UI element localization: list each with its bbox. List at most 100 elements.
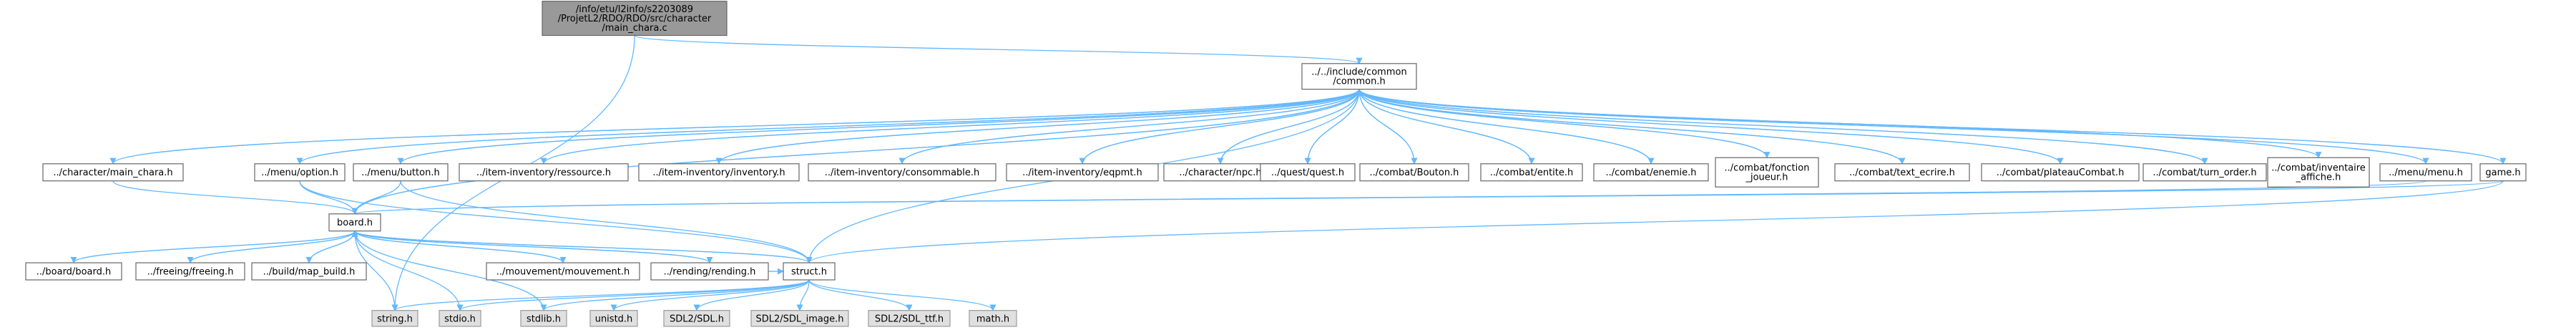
- node-item_consommable_h[interactable]: ../item-inventory/consommable.h: [808, 163, 996, 182]
- node-unistd_h[interactable]: unistd.h: [589, 310, 638, 327]
- edge-game_h-to-common_h: [1356, 88, 2504, 165]
- node-stdlib_h[interactable]: stdlib.h: [520, 310, 567, 327]
- edge-board_h-to-stdio_h: [354, 230, 464, 311]
- node-combat_plateau_h[interactable]: ../combat/plateauCombat.h: [1981, 163, 2140, 182]
- node-box-menu_option_h: [254, 163, 346, 182]
- node-string_h[interactable]: string.h: [371, 310, 418, 327]
- node-label-item_consommable_h-0: ../item-inventory/consommable.h: [825, 168, 980, 178]
- node-combat_fonction_joueur_h[interactable]: ../combat/fonction_joueur.h: [1715, 157, 1819, 188]
- edge-item_ressource_h-to-common_h: [543, 88, 1363, 164]
- node-combat_turn_order_h[interactable]: ../combat/turn_order.h: [2142, 163, 2267, 182]
- edge-item_inventory_h-to-common_h: [718, 88, 1363, 164]
- node-combat_enemie_h[interactable]: ../combat/enemie.h: [1593, 163, 1709, 182]
- edge-struct_h-to-sdl_ttf_h: [808, 279, 913, 311]
- node-math_h[interactable]: math.h: [969, 310, 1017, 327]
- edge-combat_enemie_h-to-common_h: [1356, 88, 1652, 164]
- node-box-combat_inventaire_h: [2267, 157, 2370, 188]
- node-quest_h[interactable]: ../quest/quest.h: [1260, 163, 1356, 182]
- node-label-unistd_h-0: unistd.h: [595, 314, 633, 324]
- node-box-item_ressource_h: [459, 163, 629, 182]
- node-label-combat_inventaire_h-1: _affiche.h: [2296, 173, 2341, 183]
- node-label-math_h-0: math.h: [976, 314, 1009, 324]
- node-common_h[interactable]: ../../include/common/common.h: [1301, 63, 1417, 90]
- node-box-mouvement_h: [486, 262, 640, 281]
- node-box-stdlib_h: [520, 310, 567, 327]
- edge-mouvement_h-to-board_h: [351, 230, 564, 263]
- node-label-main_chara_c-0: /info/etu/l2info/s2203089: [576, 4, 693, 15]
- edge-quest_h-to-common_h: [1307, 88, 1363, 164]
- edge-main_chara_c-to-common_h: [634, 34, 1363, 64]
- node-box-sdl_image_h: [750, 310, 849, 327]
- edge-menu_option_h-to-struct_h: [299, 180, 813, 264]
- node-label-char_main_chara_h-0: ../character/main_chara.h: [53, 168, 172, 178]
- node-label-menu_menu_h-0: ../menu/menu.h: [2389, 168, 2463, 178]
- node-label-common_h-1: /common.h: [1333, 77, 1385, 87]
- node-label-combat_entite_h-0: ../combat/entite.h: [1490, 168, 1574, 178]
- node-label-combat_plateau_h-0: ../combat/plateauCombat.h: [1997, 168, 2125, 178]
- node-char_npc_h[interactable]: ../character/npc.h: [1163, 163, 1278, 182]
- node-board_h[interactable]: board.h: [328, 213, 381, 232]
- node-combat_text_ecrire_h[interactable]: ../combat/text_ecrire.h: [1834, 163, 1970, 182]
- edge-combat_bouton_h-to-common_h: [1356, 88, 1415, 164]
- node-label-combat_fonction_joueur_h-1: _joueur.h: [1745, 173, 1788, 183]
- edge-struct_h-to-stdio_h: [456, 279, 810, 311]
- node-sdl_h[interactable]: SDL2/SDL.h: [663, 310, 730, 327]
- edge-item_eqpmt_h-to-common_h: [1082, 88, 1363, 164]
- edge-struct_h-to-sdl_image_h: [796, 279, 810, 311]
- node-box-stdio_h: [439, 310, 481, 327]
- node-item_eqpmt_h[interactable]: ../item-inventory/eqpmt.h: [1006, 163, 1159, 182]
- node-box-unistd_h: [589, 310, 638, 327]
- node-freeing_h[interactable]: ../freeing/freeing.h: [135, 262, 245, 281]
- node-label-combat_inventaire_h-0: ../combat/inventaire: [2271, 163, 2366, 174]
- node-combat_entite_h[interactable]: ../combat/entite.h: [1480, 163, 1583, 182]
- node-char_main_chara_h[interactable]: ../character/main_chara.h: [42, 163, 184, 182]
- node-label-combat_turn_order_h-0: ../combat/turn_order.h: [2153, 168, 2256, 178]
- node-box-map_build_h: [251, 262, 367, 281]
- node-sdl_ttf_h[interactable]: SDL2/SDL_ttf.h: [868, 310, 951, 327]
- node-label-combat_bouton_h-0: ../combat/Bouton.h: [1370, 168, 1459, 178]
- node-combat_bouton_h[interactable]: ../combat/Bouton.h: [1359, 163, 1469, 182]
- node-box-item_consommable_h: [808, 163, 996, 182]
- node-label-rending_h-0: ../rending/rending.h: [664, 267, 756, 278]
- edge-menu_menu_h-to-common_h: [1356, 88, 2426, 165]
- node-label-stdlib_h-0: stdlib.h: [527, 314, 561, 324]
- node-box-math_h: [969, 310, 1017, 327]
- node-combat_inventaire_h[interactable]: ../combat/inventaire_affiche.h: [2267, 157, 2370, 188]
- node-label-stdio_h-0: stdio.h: [444, 314, 476, 324]
- node-label-menu_option_h-0: ../menu/option.h: [261, 168, 338, 178]
- node-label-board_board_h-0: ../board/board.h: [36, 267, 111, 278]
- edge-menu_button_h-to-common_h: [400, 88, 1363, 165]
- node-main_chara_c[interactable]: /info/etu/l2info/s2203089/ProjetL2/RDO/R…: [542, 1, 728, 37]
- node-label-item_ressource_h-0: ../item-inventory/ressource.h: [476, 168, 611, 178]
- node-label-item_inventory_h-0: ../item-inventory/inventory.h: [652, 168, 785, 178]
- node-menu_button_h[interactable]: ../menu/button.h: [353, 163, 449, 182]
- node-sdl_image_h[interactable]: SDL2/SDL_image.h: [750, 310, 849, 327]
- node-menu_menu_h[interactable]: ../menu/menu.h: [2379, 163, 2472, 182]
- node-rending_h[interactable]: ../rending/rending.h: [650, 262, 769, 281]
- node-board_board_h[interactable]: ../board/board.h: [25, 262, 122, 281]
- node-menu_option_h[interactable]: ../menu/option.h: [254, 163, 346, 182]
- edge-board_board_h-to-board_h: [73, 230, 358, 263]
- edges-layer: [70, 34, 2507, 311]
- edge-game_h-to-struct_h: [805, 180, 2504, 264]
- node-game_h[interactable]: game.h: [2479, 163, 2527, 182]
- node-label-string_h-0: string.h: [377, 314, 413, 324]
- node-label-combat_fonction_joueur_h-0: ../combat/fonction: [1725, 163, 1810, 174]
- node-item_inventory_h[interactable]: ../item-inventory/inventory.h: [638, 163, 800, 182]
- edge-item_consommable_h-to-common_h: [901, 88, 1363, 164]
- edge-freeing_h-to-board_h: [190, 230, 358, 263]
- node-item_ressource_h[interactable]: ../item-inventory/ressource.h: [459, 163, 629, 182]
- edge-board_h-to-common_h: [354, 88, 1363, 214]
- node-label-board_h-0: board.h: [337, 218, 373, 228]
- edge-board_h-to-stdlib_h: [354, 230, 547, 311]
- node-box-combat_entite_h: [1480, 163, 1583, 182]
- node-mouvement_h[interactable]: ../mouvement/mouvement.h: [486, 262, 640, 281]
- node-map_build_h[interactable]: ../build/map_build.h: [251, 262, 367, 281]
- node-box-string_h: [371, 310, 418, 327]
- node-stdio_h[interactable]: stdio.h: [439, 310, 481, 327]
- node-label-menu_button_h-0: ../menu/button.h: [361, 168, 439, 178]
- node-label-mouvement_h-0: ../mouvement/mouvement.h: [496, 267, 630, 278]
- node-box-sdl_ttf_h: [868, 310, 951, 327]
- node-struct_h[interactable]: struct.h: [783, 262, 836, 281]
